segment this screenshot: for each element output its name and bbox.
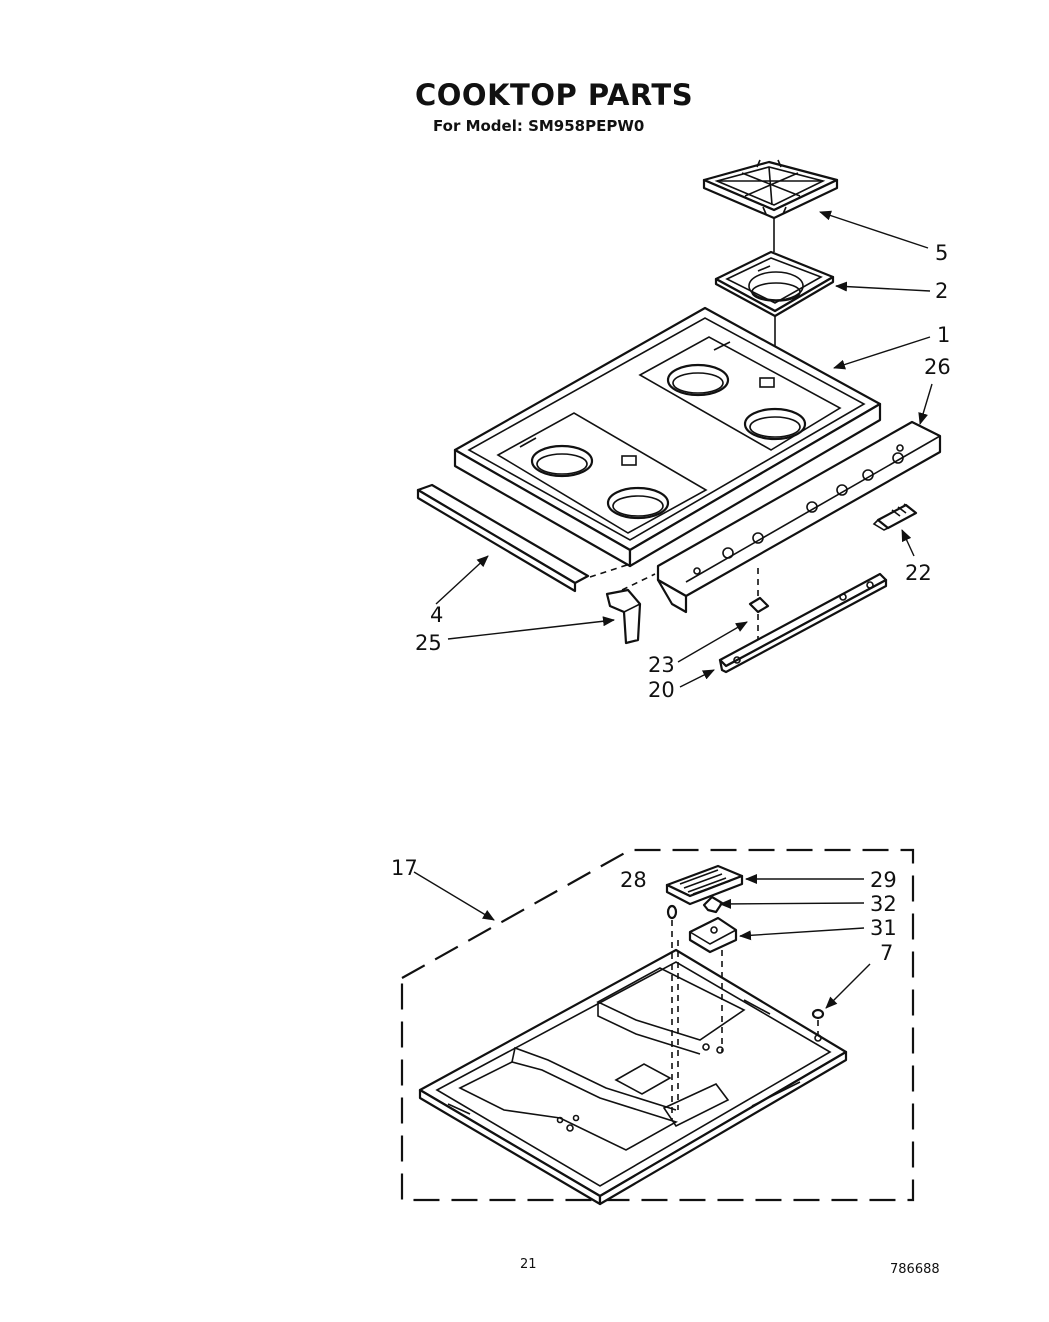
nut-part	[811, 1008, 825, 1020]
callout-31: 31	[870, 916, 897, 940]
callout-29: 29	[870, 868, 897, 892]
model-subtitle: For Model: SM958PEPW0	[433, 117, 645, 135]
callout-4: 4	[430, 603, 443, 627]
burner-bowl-part	[714, 250, 835, 318]
callout-32: 32	[870, 892, 897, 916]
deflector-plate-part	[665, 864, 744, 906]
callout-20: 20	[648, 678, 675, 702]
callout-25: 25	[415, 631, 442, 655]
callout-26: 26	[924, 355, 951, 379]
page-title: COOKTOP PARTS	[415, 78, 694, 112]
end-cap-part	[605, 588, 642, 645]
callout-5: 5	[935, 241, 948, 265]
cooktop-main-top-part	[453, 306, 882, 568]
screw-part	[666, 904, 678, 920]
spring-clip-part	[702, 895, 724, 914]
callout-1: 1	[937, 323, 950, 347]
clip-part	[748, 596, 770, 614]
callout-7: 7	[880, 941, 893, 965]
mounting-bracket-part	[688, 916, 738, 954]
callout-23: 23	[648, 653, 675, 677]
control-panel-bracket-part	[656, 420, 942, 614]
burner-box-tray-part	[418, 948, 848, 1206]
document-number: 786688	[890, 1262, 940, 1277]
callout-17: 17	[391, 856, 418, 880]
support-rail-part	[718, 572, 888, 674]
spark-switch-part	[872, 503, 918, 531]
callout-28: 28	[620, 868, 647, 892]
page-number: 21	[520, 1257, 537, 1272]
callout-2: 2	[935, 279, 948, 303]
callout-22: 22	[905, 561, 932, 585]
front-trim-part	[416, 483, 590, 593]
burner-grate-part	[702, 159, 839, 220]
